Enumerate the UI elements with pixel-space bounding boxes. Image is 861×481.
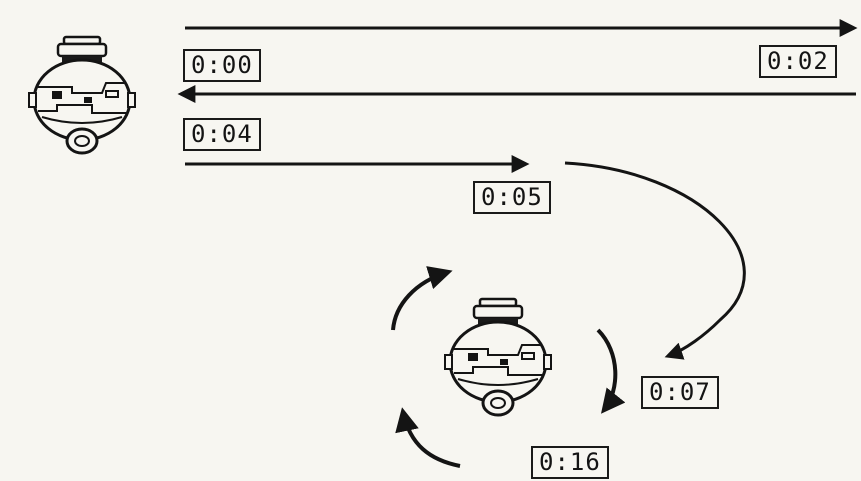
robot-icon xyxy=(443,297,553,417)
timestamp-label: 0:04 xyxy=(183,118,261,151)
timestamp-label: 0:02 xyxy=(759,45,837,78)
robot-icon xyxy=(27,35,137,155)
timestamp-label: 0:00 xyxy=(183,49,261,82)
rotate-arrows-icon xyxy=(596,328,626,414)
rotate-arrows-icon xyxy=(395,407,461,468)
curved-arrow-icon xyxy=(564,161,746,360)
timestamp-label: 0:07 xyxy=(641,376,719,409)
timestamp-label: 0:16 xyxy=(531,446,609,479)
timestamp-label: 0:05 xyxy=(473,181,551,214)
rotate-arrows-icon xyxy=(391,266,453,331)
